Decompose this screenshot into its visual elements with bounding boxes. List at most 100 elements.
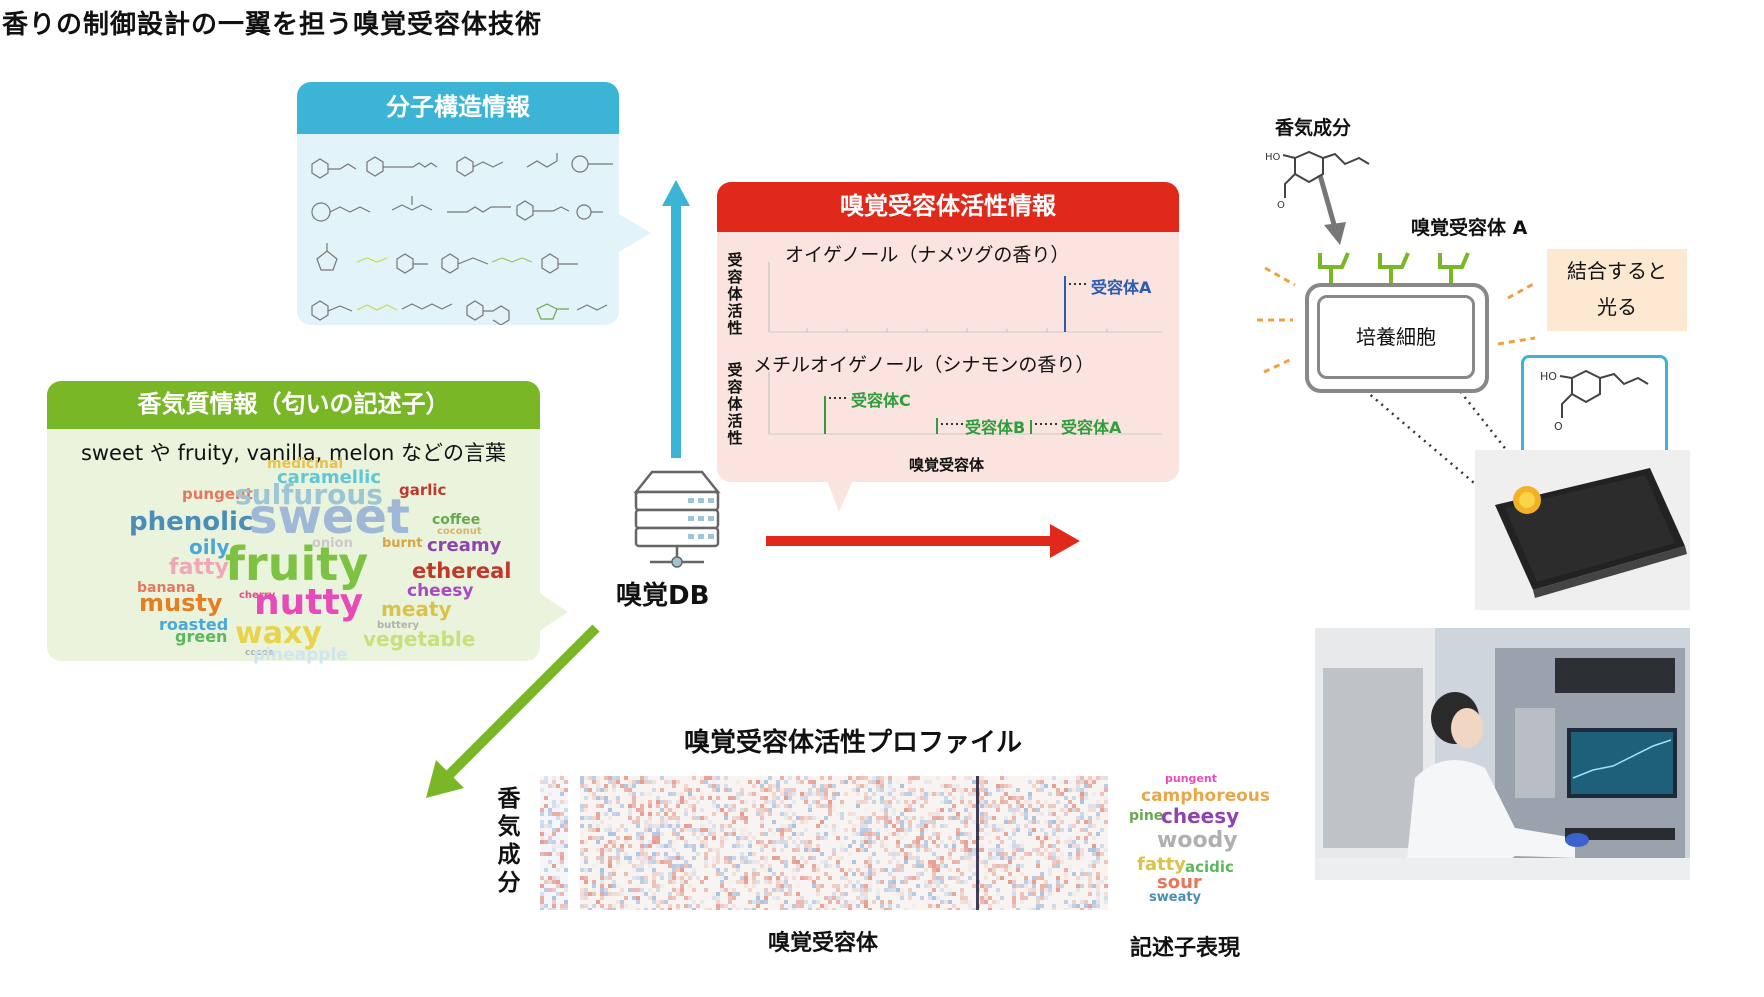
heatmap-cell xyxy=(780,792,784,796)
heatmap-cell xyxy=(1080,796,1084,800)
heatmap-cell xyxy=(876,896,880,900)
heatmap-cell xyxy=(588,816,592,820)
heatmap-cell xyxy=(808,908,812,910)
heatmap-cell xyxy=(896,892,900,896)
heatmap-cell xyxy=(1016,796,1020,800)
heatmap-cell xyxy=(596,848,600,852)
descriptor-word: cheesy xyxy=(1161,804,1240,828)
heatmap-cell xyxy=(732,808,736,812)
heatmap-cell xyxy=(680,792,684,796)
heatmap-cell xyxy=(988,884,992,888)
heatmap-cell xyxy=(608,860,612,864)
heatmap-cell xyxy=(1084,824,1088,828)
heatmap-cell xyxy=(544,796,548,800)
heatmap-cell xyxy=(704,780,708,784)
heatmap-cell xyxy=(824,804,828,808)
heatmap-cell xyxy=(752,880,756,884)
heatmap-cell xyxy=(1000,824,1004,828)
heatmap-cell xyxy=(716,872,720,876)
heatmap-cell xyxy=(604,776,608,780)
heatmap-cell xyxy=(828,800,832,804)
heatmap-cell xyxy=(716,808,720,812)
heatmap-cell xyxy=(892,796,896,800)
heatmap-cell xyxy=(652,840,656,844)
heatmap-cell xyxy=(824,788,828,792)
heatmap-cell xyxy=(980,892,984,896)
cloud-word: coconut xyxy=(437,526,482,537)
heatmap-cell xyxy=(616,776,620,780)
heatmap-cell xyxy=(956,812,960,816)
heatmap-cell xyxy=(540,904,544,908)
heatmap-cell xyxy=(924,884,928,888)
heatmap-cell xyxy=(564,788,568,792)
heatmap-cell xyxy=(868,832,872,836)
heatmap-cell xyxy=(948,852,952,856)
heatmap-cell xyxy=(1056,828,1060,832)
heatmap-cell xyxy=(768,800,772,804)
heatmap-cell xyxy=(1040,812,1044,816)
heatmap-cell xyxy=(960,892,964,896)
heatmap-cell xyxy=(864,832,868,836)
heatmap-cell xyxy=(808,776,812,780)
heatmap-cell xyxy=(716,896,720,900)
heatmap-cell xyxy=(716,900,720,904)
heatmap-cell xyxy=(812,784,816,788)
profile-xlabel: 嗅覚受容体 xyxy=(768,931,879,956)
heatmap-cell xyxy=(628,860,632,864)
heatmap-cell xyxy=(1088,780,1092,784)
heatmap-cell xyxy=(692,872,696,876)
heatmap-cell xyxy=(860,832,864,836)
heatmap-cell xyxy=(864,904,868,908)
cloud-word: fatty xyxy=(169,555,229,580)
heatmap-cell xyxy=(1028,796,1032,800)
chart2-ylabel: 受容体活性 xyxy=(727,361,743,447)
heatmap-cell xyxy=(628,816,632,820)
heatmap-cell xyxy=(688,816,692,820)
heatmap-cell xyxy=(964,820,968,824)
heatmap-cell xyxy=(932,888,936,892)
heatmap-cell xyxy=(832,804,836,808)
heatmap-cell xyxy=(784,884,788,888)
heatmap-cell xyxy=(948,868,952,872)
heatmap-cell xyxy=(1076,876,1080,880)
heatmap-cell xyxy=(1004,776,1008,780)
heatmap-cell xyxy=(948,836,952,840)
heatmap-cell xyxy=(800,796,804,800)
molecular-structure-panel: 分子構造情報 xyxy=(297,82,619,326)
heatmap-cell xyxy=(592,796,596,800)
heatmap-cell xyxy=(840,780,844,784)
heatmap-cell xyxy=(1064,780,1068,784)
heatmap-cell xyxy=(604,840,608,844)
heatmap-cell xyxy=(768,864,772,868)
heatmap-cell xyxy=(764,888,768,892)
heatmap-cell xyxy=(860,776,864,780)
heatmap-cell xyxy=(620,848,624,852)
heatmap-cell xyxy=(1004,900,1008,904)
heatmap-cell xyxy=(1092,864,1096,868)
heatmap-cell xyxy=(712,836,716,840)
heatmap-cell xyxy=(636,868,640,872)
heatmap-cell xyxy=(656,796,660,800)
heatmap-cell xyxy=(864,792,868,796)
heatmap-cell xyxy=(668,908,672,910)
heatmap-cell xyxy=(580,888,584,892)
heatmap-cell xyxy=(788,836,792,840)
heatmap-cell xyxy=(720,888,724,892)
heatmap-cell xyxy=(992,780,996,784)
heatmap-cell xyxy=(632,820,636,824)
heatmap-cell xyxy=(940,864,944,868)
heatmap-cell xyxy=(560,852,564,856)
heatmap-cell xyxy=(668,880,672,884)
heatmap-cell xyxy=(1000,800,1004,804)
heatmap-cell xyxy=(588,824,592,828)
heatmap-cell xyxy=(760,868,764,872)
heatmap-cell xyxy=(700,792,704,796)
heatmap-cell xyxy=(980,900,984,904)
heatmap-cell xyxy=(632,800,636,804)
heatmap-cell xyxy=(860,836,864,840)
heatmap-cell xyxy=(896,836,900,840)
heatmap-cell xyxy=(596,804,600,808)
heatmap-cell xyxy=(928,792,932,796)
heatmap-cell xyxy=(812,844,816,848)
heatmap-cell xyxy=(724,876,728,880)
